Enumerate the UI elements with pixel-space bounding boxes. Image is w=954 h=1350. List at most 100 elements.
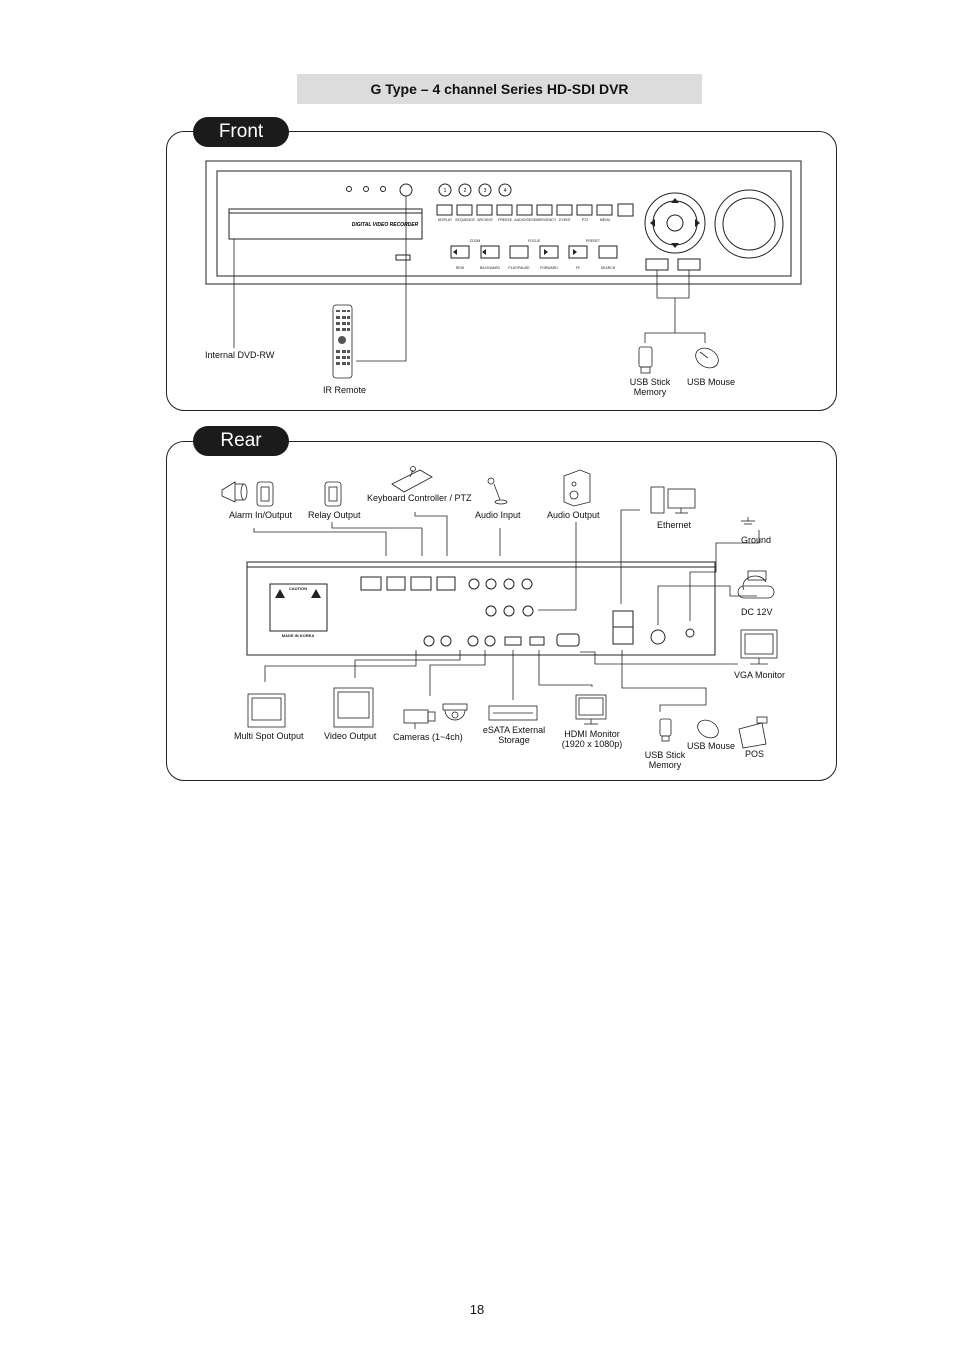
rear-usb-stick-icon [659,718,672,742]
enter-button[interactable] [666,214,684,232]
caution-label [269,583,328,632]
navigation-pad[interactable] [644,192,706,254]
menu-button[interactable] [596,204,613,216]
spot-output-connector[interactable] [485,605,497,617]
channel-button-label-3: 3 [484,188,487,194]
microphone-icon [487,477,508,505]
keyboard-controller-icon [391,466,433,493]
camera-input-1[interactable] [423,635,435,647]
alarm-terminal[interactable] [360,576,382,591]
speaker-icon [563,469,591,507]
hdmi-label: HDMI Monitor (1920 x 1080p) [561,729,623,749]
display-button[interactable] [436,204,453,216]
channel-button-2[interactable] [458,183,472,197]
channel-button-label-1: 1 [444,188,447,194]
cameras-label: Cameras (1~4ch) [393,732,463,742]
esata-port[interactable] [504,636,522,646]
keyboard-terminal[interactable] [436,576,456,591]
led-power [346,186,352,192]
svg-text:FF: FF [576,266,580,270]
vga-port[interactable] [556,633,580,647]
video-output-connector[interactable] [503,605,515,617]
led-hdd [363,186,369,192]
rear-usb-mouse-label: USB Mouse [687,741,736,751]
sequence-button[interactable] [456,204,473,216]
svg-text:MENU: MENU [600,218,611,222]
jog-dial[interactable] [722,197,776,251]
audio-button[interactable] [516,204,533,216]
ir-receiver [395,254,411,261]
channel-button-3[interactable] [478,183,492,197]
audio-input-2[interactable] [485,578,497,590]
channel-button-1[interactable] [438,183,452,197]
blank-button[interactable] [617,203,634,217]
svg-text:FREEZE: FREEZE [498,218,512,222]
video-output-monitor-icon [333,687,374,728]
freeze-button[interactable] [496,204,513,216]
rear-usb-stick-label: USB Stick Memory [644,750,686,770]
svg-text:PRESET: PRESET [586,239,601,243]
svg-text:SEQUENCE: SEQUENCE [455,218,475,222]
svg-text:EVENT: EVENT [559,218,572,222]
multi-spot-label: Multi Spot Output [234,731,304,741]
channel-button-4[interactable] [498,183,512,197]
pos-icon [738,716,768,749]
ground-terminal[interactable] [685,628,695,638]
rew-button[interactable] [450,245,470,259]
camera-input-3[interactable] [467,635,479,647]
esata-label: eSATA External Storage [482,725,546,745]
svg-text:PTZ: PTZ [582,218,589,222]
rs485-terminal[interactable] [410,576,432,591]
led-record [380,186,386,192]
relay-icon [324,481,342,507]
svg-text:SEARCH: SEARCH [601,266,616,270]
audio-output-connector[interactable] [522,605,534,617]
play-pause-button[interactable] [509,245,529,259]
page-title-text: G Type – 4 channel Series HD-SDI DVR [370,81,629,97]
rear-panel [166,441,837,781]
search-button[interactable] [598,245,618,259]
svg-text:BACKWARD: BACKWARD [480,266,501,270]
dome-camera-icon [442,703,468,721]
audio-input-1[interactable] [468,578,480,590]
camera-input-4[interactable] [484,635,496,647]
ptz-button[interactable] [576,204,593,216]
page-number: 18 [469,1302,485,1317]
dvr-front-body [205,160,802,285]
relay-terminal[interactable] [386,576,406,591]
forward-button[interactable] [539,245,559,259]
keyboard-label: Keyboard Controller / PTZ [367,493,472,503]
svg-text:PLAY/PAUSE: PLAY/PAUSE [508,266,530,270]
rear-tab: Rear [193,426,289,456]
pos-label: POS [745,749,765,759]
usb-mouse-icon [695,347,719,369]
ir-remote-icon [332,304,353,379]
svg-text:REW: REW [456,266,465,270]
ff-button[interactable] [568,245,588,259]
dc-label: DC 12V [741,607,773,617]
dvr-front-bezel [216,170,792,277]
motion-sensor-icon [256,481,274,507]
dvd-tray [228,208,423,240]
hdmi-port[interactable] [529,636,545,646]
ground-icon [741,517,755,525]
usb-stick-label: USB Stick Memory [629,377,671,397]
svg-text:DISPLAY: DISPLAY [438,218,453,222]
archive-button[interactable] [476,204,493,216]
emergency-button[interactable] [536,204,553,216]
svg-text:ARCHIVE: ARCHIVE [477,218,493,222]
audio-input-4[interactable] [521,578,533,590]
event-button[interactable] [556,204,573,216]
jog-shuttle[interactable] [714,189,784,259]
relay-label: Relay Output [308,510,361,520]
dvr-brand-text: DIGITAL VIDEO RECORDER [352,222,419,228]
dc-power-jack[interactable] [650,629,666,645]
backward-button[interactable] [480,245,500,259]
audio-input-3[interactable] [503,578,515,590]
front-tab: Front [193,117,289,147]
caution-text: CAUTION [289,586,307,591]
camera-input-2[interactable] [440,635,452,647]
